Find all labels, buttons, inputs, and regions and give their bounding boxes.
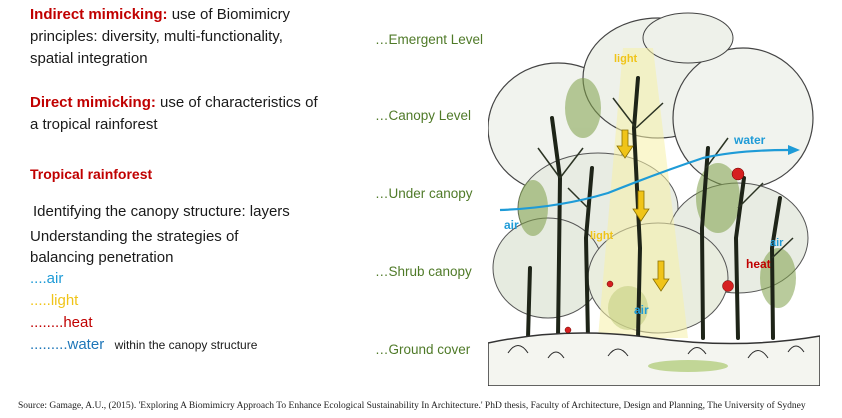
label-light-mid: light <box>590 230 614 242</box>
list-water: .........water <box>30 336 105 353</box>
light-arrows <box>616 129 670 292</box>
grass-patch <box>648 360 728 372</box>
ground-plants <box>507 345 805 359</box>
label-air-bottom: air <box>634 303 649 317</box>
water-arrow-head <box>788 145 800 155</box>
indirect-mimicking-line1: Indirect mimicking: use of Biomimicry <box>30 4 290 26</box>
rainforest-sketch: light water air light air heat air <box>488 12 820 386</box>
indirect-mimicking-line2: principles: diversity, multi-functionali… <box>30 28 283 45</box>
label-air-right: air <box>770 237 784 249</box>
level-canopy: …Canopy Level <box>375 108 472 123</box>
understand-line2: balancing penetration <box>30 249 174 266</box>
list-light: .....light <box>30 292 79 309</box>
level-ground-cover: …Ground cover <box>375 342 471 357</box>
level-under-canopy: …Under canopy <box>375 186 473 201</box>
level-shrub-canopy: …Shrub canopy <box>375 264 472 279</box>
label-light-top: light <box>614 53 638 65</box>
direct-mimicking-line1: Direct mimicking: use of characteristics… <box>30 92 318 114</box>
ground-line <box>488 332 820 386</box>
indirect-mimicking-heading: Indirect mimicking: <box>30 6 168 23</box>
indirect-mimicking-line3: spatial integration <box>30 50 148 67</box>
heat-dots <box>564 167 745 334</box>
label-air-left: air <box>504 218 519 232</box>
level-emergent: …Emergent Level <box>375 32 484 47</box>
list-water-row: .........water within the canopy structu… <box>30 334 257 356</box>
label-water: water <box>733 133 766 147</box>
tree-trunks <box>526 76 782 340</box>
list-heat: ........heat <box>30 314 93 331</box>
list-air: ....air <box>30 270 64 287</box>
source-citation: Source: Gamage, A.U., (2015). 'Exploring… <box>18 401 806 411</box>
tropical-rainforest-heading: Tropical rainforest <box>30 166 153 182</box>
label-heat: heat <box>746 257 771 271</box>
direct-mimicking-text: use of characteristics of <box>155 94 318 111</box>
list-water-suffix: within the canopy structure <box>114 338 258 352</box>
understand-line1: Understanding the strategies of <box>30 228 239 245</box>
direct-mimicking-heading: Direct mimicking: <box>30 94 156 111</box>
indirect-mimicking-text: use of Biomimicry <box>167 6 291 23</box>
direct-mimicking-line2: a tropical rainforest <box>30 116 158 133</box>
water-flow <box>499 148 789 212</box>
thin-branches <box>537 97 794 259</box>
identify-line: Identifying the canopy structure: layers <box>33 203 290 220</box>
